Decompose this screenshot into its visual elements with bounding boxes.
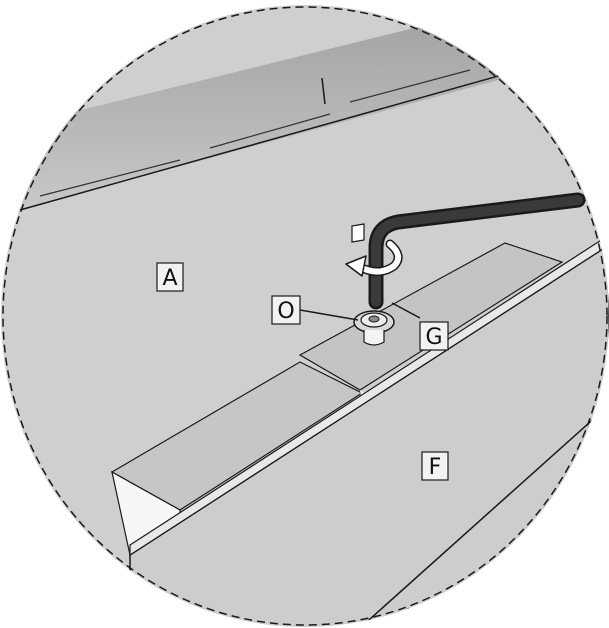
panel-f-mark <box>408 608 412 620</box>
label-a: A <box>157 263 183 291</box>
label-g: G <box>420 322 448 350</box>
svg-text:F: F <box>429 455 442 480</box>
svg-text:G: G <box>425 325 442 350</box>
svg-text:A: A <box>162 266 177 291</box>
svg-text:O: O <box>277 299 294 324</box>
label-f: F <box>422 452 448 480</box>
label-o: O <box>272 296 300 324</box>
